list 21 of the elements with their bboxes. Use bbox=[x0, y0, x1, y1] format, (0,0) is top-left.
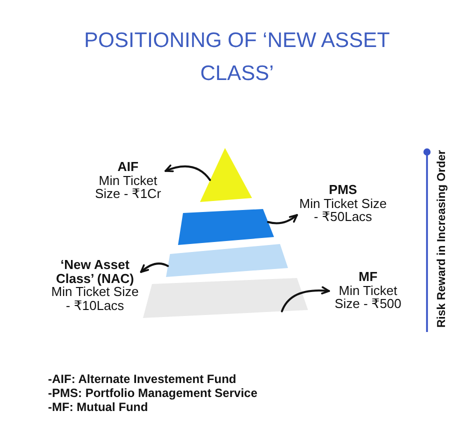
tier-name: AIF bbox=[118, 160, 138, 174]
tier-name: PMS bbox=[328, 183, 358, 196]
curved-arrow bbox=[164, 164, 211, 181]
pyramid-tier-band bbox=[166, 244, 288, 277]
axis-label: Risk Reward in Increasing Order bbox=[436, 150, 449, 328]
pyramid-top-triangle bbox=[200, 148, 252, 202]
curved-arrow bbox=[280, 286, 330, 312]
pyramid-tier-band bbox=[178, 209, 274, 245]
footnote: -MF: Mutual Fund bbox=[48, 400, 148, 414]
footnote: -AIF: Alternate Investement Fund bbox=[48, 372, 236, 386]
curved-arrow bbox=[140, 262, 169, 273]
tier-name: ‘New Asset Class’ (NAC) bbox=[54, 258, 134, 285]
tier-name: MF bbox=[358, 270, 378, 284]
ticket-size-text: Min Ticket Size - ₹50Lacs bbox=[298, 196, 388, 224]
title: POSITIONING OF ‘NEW ASSET CLASS’ bbox=[83, 28, 391, 87]
ticket-size-text: Min Ticket Size - ₹500 bbox=[334, 284, 402, 310]
curved-arrow bbox=[267, 214, 298, 224]
footnote: -PMS: Portfolio Management Service bbox=[48, 386, 258, 400]
pyramid-base-band bbox=[143, 278, 308, 318]
ticket-size-text: Min Ticket Size - ₹10Lacs bbox=[50, 285, 140, 312]
ticket-size-text: Min Ticket Size - ₹1Cr bbox=[94, 174, 162, 200]
